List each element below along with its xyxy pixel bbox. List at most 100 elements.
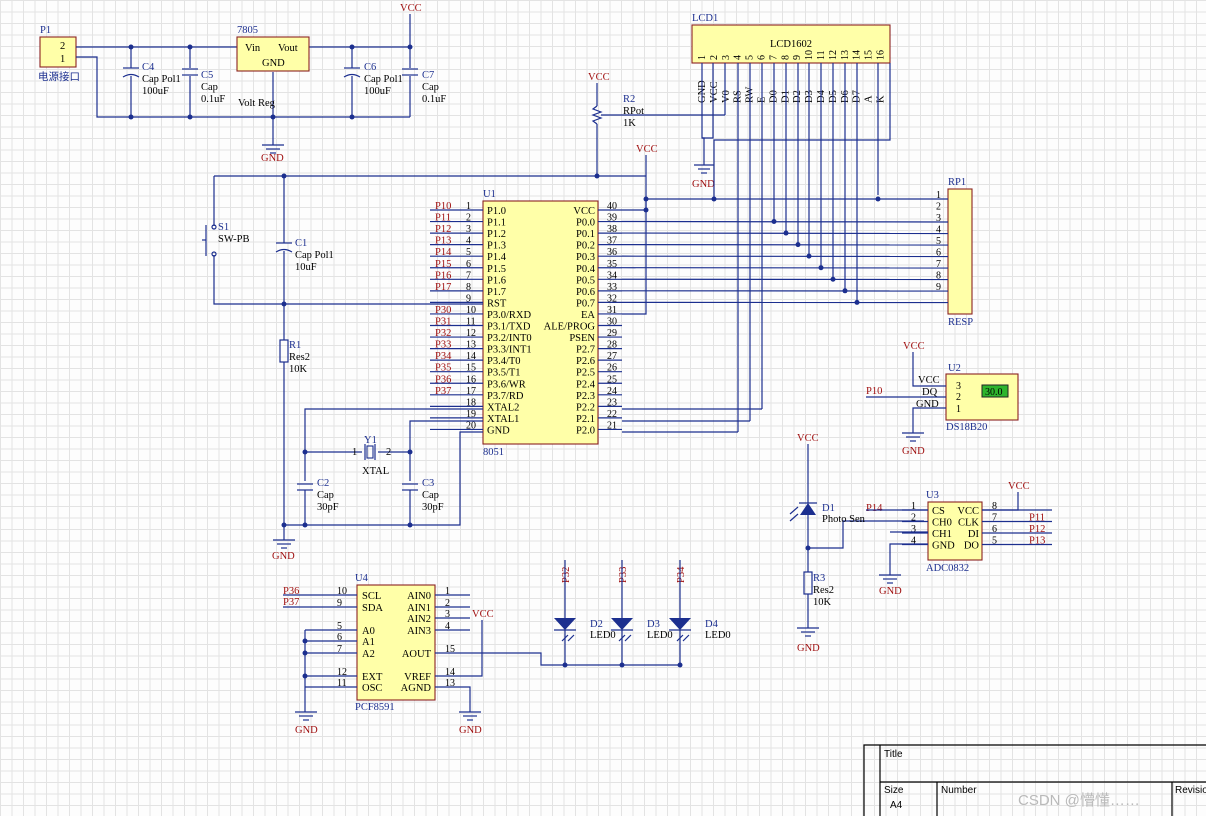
mcu-left-net-label: P30	[435, 305, 451, 316]
p1-pin2: 2	[60, 41, 65, 52]
r3-ref: R3	[813, 573, 825, 584]
mcu-left-pin-num: 17	[466, 386, 476, 397]
mcu-right-pin-name: P0.1	[576, 229, 595, 240]
c3-value: 30pF	[422, 502, 444, 513]
mcu-right-pin-num: 31	[607, 305, 617, 316]
mcu-right-pin-name: P2.1	[576, 414, 595, 425]
pcf-right-pin-name: AIN3	[407, 626, 431, 637]
y1-pin2: 2	[386, 447, 391, 458]
wires-data-bus	[621, 63, 949, 433]
ds-num-3: 3	[956, 381, 961, 392]
s1-type: SW-PB	[218, 234, 250, 245]
adc-right-pin-name: DO	[964, 541, 980, 552]
reg-name: Volt Reg	[238, 98, 276, 109]
led-type: LED0	[590, 630, 616, 641]
mcu-right-pin-name: P0.6	[576, 287, 595, 298]
lcd-pin-num: 11	[816, 50, 827, 60]
mcu-left-pin-num: 16	[466, 374, 476, 385]
c3-ref: C3	[422, 478, 434, 489]
mcu-left-pin-num: 3	[466, 224, 471, 235]
rp1-pin-num: 8	[936, 271, 941, 282]
mcu-right-pin-name: P0.5	[576, 275, 595, 286]
adc-right-pin-num: 5	[992, 536, 997, 547]
adc-right-net-label: P11	[1029, 513, 1045, 524]
vcc-label-r2: VCC	[588, 72, 610, 83]
gnd-label-ds: GND	[902, 446, 925, 457]
c2-value: 30pF	[317, 502, 339, 513]
mcu-left-pin-num: 11	[466, 317, 476, 328]
p1-name: 电源接口	[38, 70, 80, 83]
c3-type: Cap	[422, 490, 439, 501]
mcu-left-net-label: P35	[435, 363, 451, 374]
lcd-pin-num: 9	[792, 55, 803, 60]
pcf-right-pin-name: AIN1	[407, 603, 431, 614]
p1-pin1: 1	[60, 54, 65, 65]
mcu-left-pin-num: 9	[466, 293, 471, 304]
c2-ref: C2	[317, 478, 329, 489]
pcf-right-pin-num: 3	[445, 609, 450, 620]
mcu-left-pin-name: P1.5	[487, 264, 506, 275]
mcu-right-pin-num: 25	[607, 374, 617, 385]
c1-type: Cap Pol1	[295, 250, 334, 261]
r1-value: 10K	[289, 364, 308, 375]
pcf-part: PCF8591	[355, 702, 395, 713]
mcu-left-pin-name: GND	[487, 425, 510, 436]
tb-title: Title	[884, 749, 903, 760]
mcu-left-net-label: P31	[435, 317, 451, 328]
pcf-net-p37: P37	[283, 597, 299, 608]
r3-type: Res2	[813, 585, 834, 596]
mcu-left-pin-num: 2	[466, 213, 471, 224]
y1-ref: Y1	[364, 435, 377, 446]
mcu-left-net-label: P37	[435, 386, 451, 397]
ds-part: DS18B20	[946, 422, 987, 433]
led-diode-triangle	[611, 618, 633, 630]
photo-sensor: VCC GND D1 Photo Sen R3 Res2 10K	[789, 433, 924, 654]
mcu-left-net-label: P13	[435, 236, 451, 247]
mcu-right-pin-num: 24	[607, 386, 617, 397]
adc-right-pin-name: DI	[968, 529, 980, 540]
junction-dot	[643, 196, 649, 202]
lcd-pin-num: 1	[697, 55, 708, 60]
tb-size: Size	[884, 785, 904, 796]
r1-type: Res2	[289, 352, 310, 363]
tb-revision: Revisio	[1175, 785, 1206, 796]
adc-part: ADC0832	[926, 563, 969, 574]
rp1-pin-num: 5	[936, 236, 941, 247]
led-ref: D2	[590, 619, 603, 630]
junction-dot	[818, 265, 824, 271]
mcu-right-pin-num: 26	[607, 363, 617, 374]
mcu-left-pin-name: RST	[487, 298, 507, 309]
pot-r2: VCC R2 RPot 1K	[588, 72, 725, 176]
y1-pin1: 1	[352, 447, 357, 458]
junction-dot	[795, 242, 801, 248]
lcd-part: LCD1602	[770, 39, 812, 50]
led-ray	[561, 634, 569, 642]
mcu-right-pin-name: ALE/PROG	[544, 322, 596, 333]
p1-ref: P1	[40, 25, 51, 36]
mcu-left-net-label: P14	[435, 247, 452, 258]
junction-dot	[771, 219, 777, 224]
pcf-right-pin-name: AIN2	[407, 614, 431, 625]
mcu-left-pin-num: 12	[466, 328, 476, 339]
led-ray	[624, 634, 632, 642]
pcf-left-pin-num: 9	[337, 598, 342, 609]
pcf-right-pin-num: 1	[445, 586, 450, 597]
adc-cs-net: P14	[866, 503, 883, 514]
oscillator-circuit: GND Y1 1 2 XTAL C2 Cap 30pF C3 Cap 30pF	[272, 408, 483, 562]
mcu-left-pin-name: XTAL1	[487, 414, 519, 425]
lcd-pin-num: 4	[733, 55, 744, 60]
gnd-label-osc: GND	[272, 551, 295, 562]
c2-type: Cap	[317, 490, 334, 501]
mcu-part: 8051	[483, 447, 504, 458]
led-ref: D4	[705, 619, 719, 630]
rp1-pin-num: 7	[936, 259, 941, 270]
mcu-left-pin-name: P1.6	[487, 275, 506, 286]
mcu-left-pin-name: P1.0	[487, 206, 506, 217]
reg-gnd: GND	[262, 58, 285, 69]
mcu-right-pin-name: VCC	[573, 206, 595, 217]
